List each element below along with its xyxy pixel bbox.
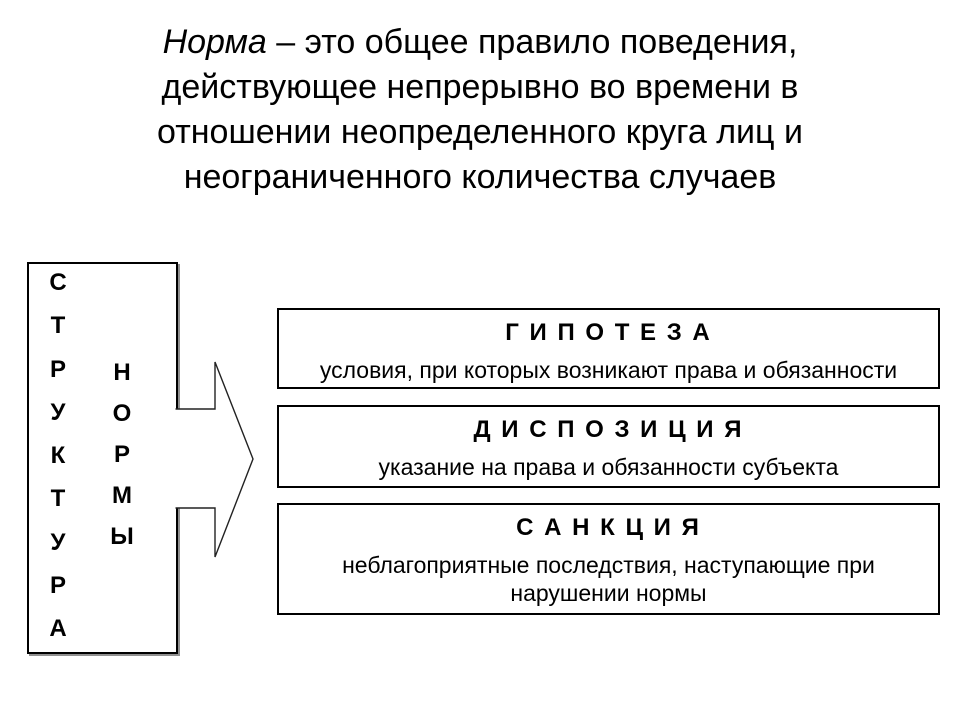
section-description: условия, при которых возникают права и о… [319, 357, 898, 383]
letter: М [112, 482, 132, 509]
letter: Н [113, 359, 131, 386]
title-line-1-rest: – это общее правило поведения, [266, 23, 798, 61]
section-title: Г И П О Т Е З А [505, 319, 712, 346]
section-title: С А Н К Ц И Я [516, 514, 701, 541]
vertical-word-structura: С Т Р У К Т У Р А [43, 269, 73, 643]
vertical-word-normy: Н О Р М Ы [107, 359, 137, 551]
section-title: Д И С П О З И Ц И Я [473, 416, 744, 443]
section-description: указание на права и обязанности субъекта [378, 454, 839, 480]
title-line-4: неограниченного количества случаев [183, 158, 777, 196]
letter: Р [113, 441, 130, 468]
letter: Р [49, 571, 66, 599]
title-line-2: действующее непрерывно во времени в [161, 68, 799, 106]
letter: О [112, 400, 132, 427]
title-line-3: отношении неопределенного круга лиц и [157, 113, 803, 151]
section-box-dispozicia: Д И С П О З И Ц И Я указание на права и … [277, 405, 940, 488]
letter: С [49, 269, 67, 296]
section-box-sankcia: С А Н К Ц И Я неблагоприятные последстви… [277, 503, 940, 615]
structure-box [27, 262, 178, 654]
right-block-arrow-icon [175, 361, 254, 558]
letter: А [49, 615, 67, 642]
title-line-1: Норма – это общее правило поведения, [0, 20, 960, 65]
section-description: неблагоприятные последствия, наступающие… [342, 552, 875, 606]
slide-title: Норма – это общее правило поведения, дей… [0, 20, 960, 200]
letter: Р [49, 355, 66, 383]
letter: Т [50, 485, 66, 513]
section-box-gipoteza: Г И П О Т Е З А условия, при которых воз… [277, 308, 940, 389]
letter: К [50, 442, 66, 469]
letter: У [50, 528, 66, 556]
letter: У [50, 398, 66, 426]
letter: Ы [110, 523, 134, 550]
title-term: Норма [162, 23, 267, 61]
letter: Т [50, 312, 66, 340]
